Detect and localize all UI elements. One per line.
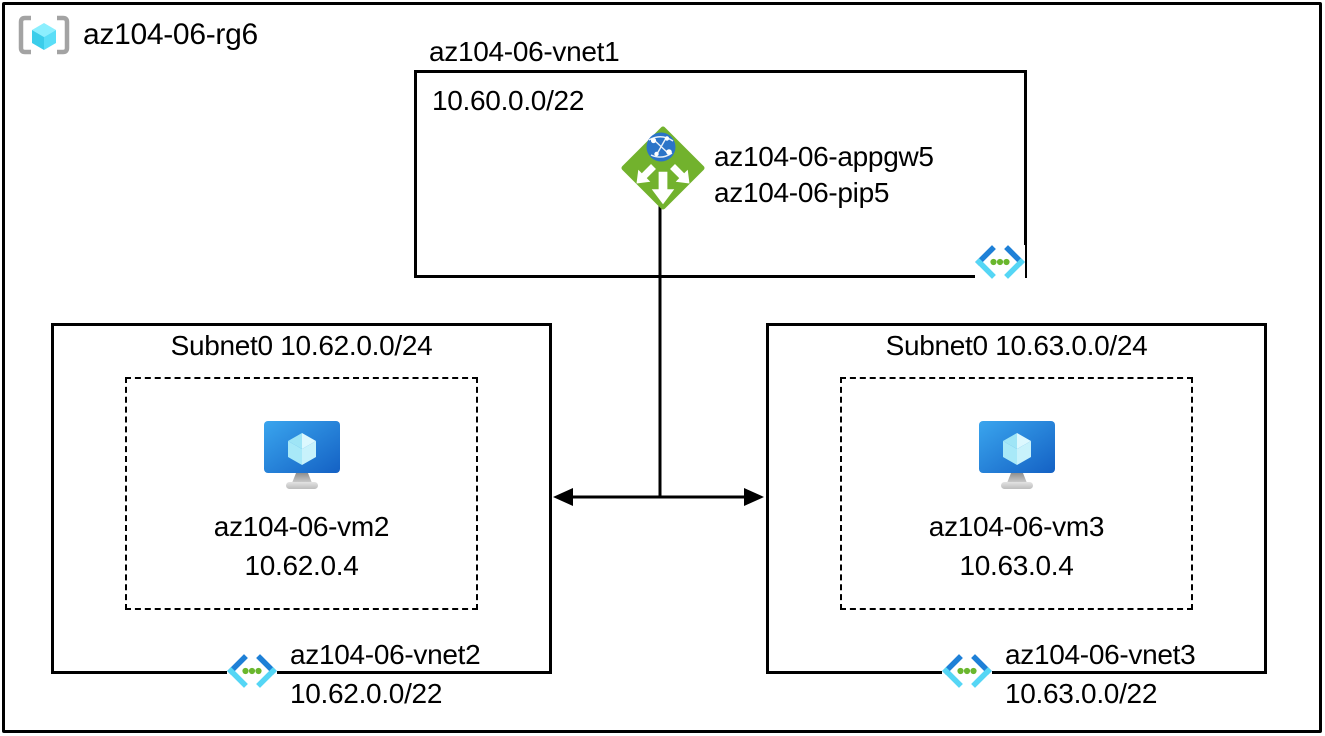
vnet1-box: 10.60.0.0/22 az104-06-: [414, 70, 1027, 279]
vm-ip: 10.62.0.4: [244, 550, 359, 581]
vnet2-subnet-dashed-box: [125, 377, 478, 610]
vnet3-name: az104-06-vnet3: [1005, 639, 1196, 670]
vm-name: az104-06-vm2: [213, 511, 390, 542]
appgw-public-ip: az104-06-pip5: [714, 177, 890, 208]
application-gateway-icon: [621, 126, 705, 210]
vnet2-box: Subnet0 10.62.0.0/24 az104-06-vm2 10.62.…: [51, 323, 552, 709]
vm-name: az104-06-vm3: [928, 511, 1105, 542]
resource-group-header: az104-06-rg6: [18, 15, 258, 55]
vnet1-address-space: 10.60.0.0/22: [432, 85, 585, 116]
resource-group-label: az104-06-rg6: [83, 18, 258, 51]
vm-ip: 10.63.0.4: [959, 550, 1074, 581]
vnet3-subnet-dashed-box: [840, 377, 1193, 610]
vnet2-address-space: 10.62.0.0/22: [290, 678, 443, 709]
virtual-machine-icon: [979, 421, 1055, 489]
vnet2-name: az104-06-vnet2: [290, 639, 481, 670]
vnet3-address-space: 10.63.0.0/22: [1005, 678, 1158, 709]
vnet2-subnet-title: Subnet0 10.62.0.0/24: [170, 330, 433, 361]
vnet3-box: Subnet0 10.63.0.0/24 az104-06-vm3 10.63.…: [766, 323, 1267, 709]
virtual-machine-icon: [264, 421, 340, 489]
appgw-labels: az104-06-appgw5 az104-06-pip5: [714, 139, 934, 211]
resource-group-icon: [18, 15, 70, 55]
appgw-name: az104-06-appgw5: [714, 141, 934, 172]
vnet3-subnet-title: Subnet0 10.63.0.0/24: [885, 330, 1148, 361]
vnet1-title: az104-06-vnet1: [429, 36, 620, 67]
virtual-network-icon: [942, 654, 992, 688]
virtual-network-icon: [975, 245, 1025, 279]
virtual-network-icon: [227, 654, 277, 688]
